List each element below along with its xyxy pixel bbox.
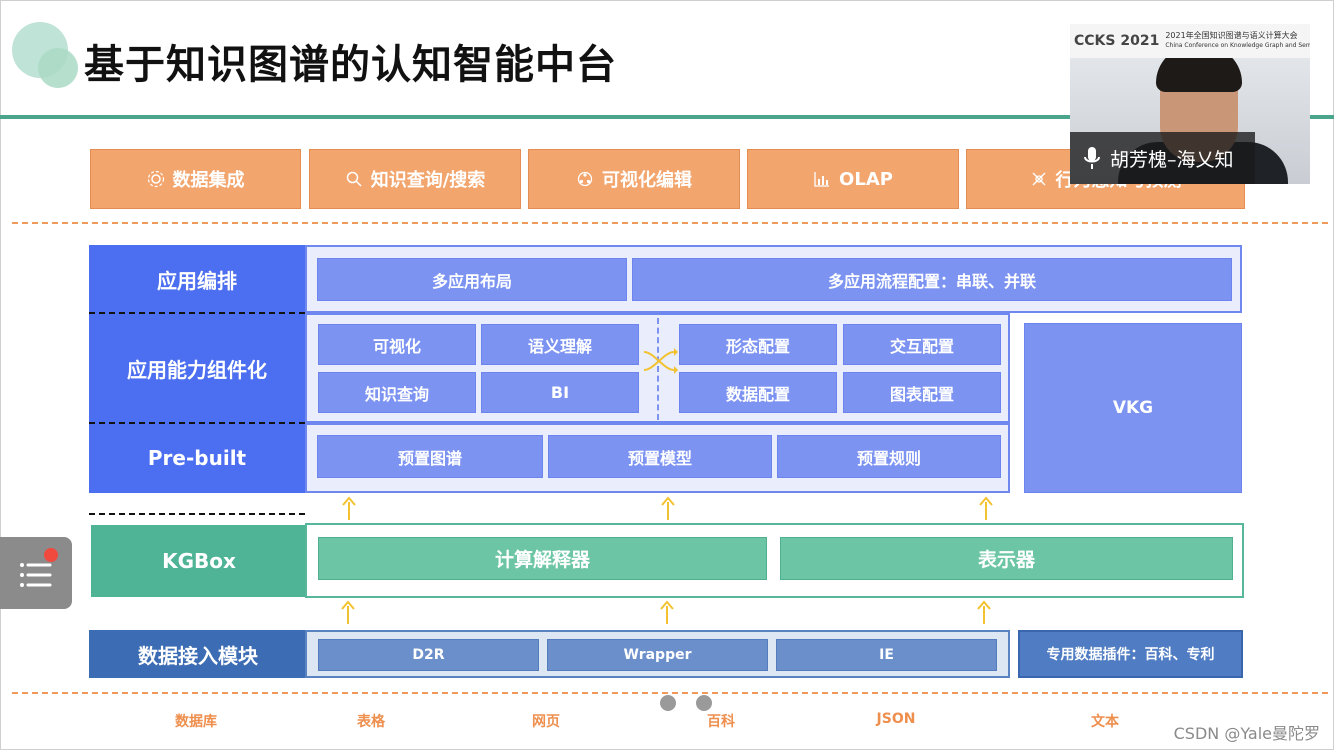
compute-interpreter: 计算解释器 (318, 537, 767, 580)
app-orchestration-label: 应用编排 (89, 245, 305, 313)
app-label: 可视化编辑 (602, 170, 692, 191)
conference-logo: CCKS 2021 (1074, 33, 1160, 49)
microphone-icon (1084, 147, 1100, 169)
arrow-up-icon (977, 600, 991, 624)
prebuilt-graph: 预置图谱 (317, 435, 543, 478)
speaker-name: 胡芳槐–海乂知 (1110, 148, 1234, 171)
graph-icon (577, 171, 593, 187)
config-form: 形态配置 (679, 324, 837, 365)
app-capability-label: 应用能力组件化 (89, 313, 305, 423)
kgbox-label: KGBox (91, 525, 307, 597)
prebuilt-model: 预置模型 (548, 435, 772, 478)
special-data-plugin: 专用数据插件：百科、专利 (1018, 630, 1243, 678)
title-divider (0, 115, 1334, 119)
prebuilt-label: Pre-built (89, 423, 305, 493)
chart-icon (814, 172, 830, 187)
conference-banner: CCKS 2021 2021年全国知识图谱与语义计算大会 China Confe… (1070, 24, 1310, 58)
notification-badge (44, 548, 58, 562)
arrow-up-icon (342, 496, 356, 520)
slide-title: 基于知识图谱的认知智能中台 (84, 42, 617, 88)
separator-line (89, 422, 305, 424)
page-dot[interactable] (696, 695, 712, 711)
config-interaction: 交互配置 (843, 324, 1001, 365)
separator-line (89, 312, 305, 314)
app-olap: OLAP (747, 149, 959, 209)
app-data-integration: 数据集成 (90, 149, 301, 209)
representer: 表示器 (780, 537, 1233, 580)
orange-divider-bottom (12, 692, 1328, 694)
source-encyclopedia: 百科 (707, 714, 735, 730)
app-label: OLAP (839, 168, 893, 190)
arrow-up-icon (979, 496, 993, 520)
multi-app-workflow: 多应用流程配置：串联、并联 (632, 258, 1232, 301)
capability-bi: BI (481, 372, 639, 413)
conference-title: 2021年全国知识图谱与语义计算大会 China Conference on K… (1165, 31, 1310, 51)
source-json: JSON (876, 711, 916, 727)
config-data: 数据配置 (679, 372, 837, 413)
prebuilt-rules: 预置规则 (777, 435, 1001, 478)
watermark: CSDN @Yale曼陀罗 (1173, 724, 1320, 743)
speaker-name-bar: 胡芳槐–海乂知 (1070, 132, 1255, 184)
app-label: 数据集成 (172, 170, 245, 191)
arrow-up-icon (341, 600, 355, 624)
source-text: 文本 (1091, 714, 1119, 730)
decor-circle-small (38, 48, 78, 88)
capability-knowledge-query: 知识查询 (318, 372, 476, 413)
page-dot[interactable] (660, 695, 676, 711)
data-access-label: 数据接入模块 (89, 630, 307, 678)
capability-semantic: 语义理解 (481, 324, 639, 365)
arrow-up-icon (661, 496, 675, 520)
ie-block: IE (776, 639, 997, 671)
floating-menu-button[interactable] (0, 537, 72, 609)
conference-title-cn: 2021年全国知识图谱与语义计算大会 (1165, 31, 1298, 40)
source-table: 表格 (357, 714, 385, 730)
d2r-block: D2R (318, 639, 539, 671)
app-visual-editing: 可视化编辑 (528, 149, 740, 209)
network-icon (1032, 172, 1045, 186)
config-chart: 图表配置 (843, 372, 1001, 413)
arrow-up-icon (660, 600, 674, 624)
gear-icon (147, 170, 164, 188)
separator-line (89, 513, 305, 515)
orange-divider-top (12, 222, 1328, 224)
conference-title-en: China Conference on Knowledge Graph and … (1165, 42, 1310, 49)
app-label: 知识查询/搜索 (370, 170, 486, 191)
source-database: 数据库 (175, 714, 217, 730)
multi-app-layout: 多应用布局 (317, 258, 627, 301)
source-webpage: 网页 (532, 714, 560, 730)
search-icon (346, 171, 362, 187)
menu-icon (20, 563, 52, 587)
app-knowledge-search: 知识查询/搜索 (309, 149, 521, 209)
swap-icon (643, 348, 678, 374)
capability-visualization: 可视化 (318, 324, 476, 365)
wrapper-block: Wrapper (547, 639, 768, 671)
capability-splitter (657, 318, 659, 420)
vkg-block: VKG (1024, 323, 1242, 493)
